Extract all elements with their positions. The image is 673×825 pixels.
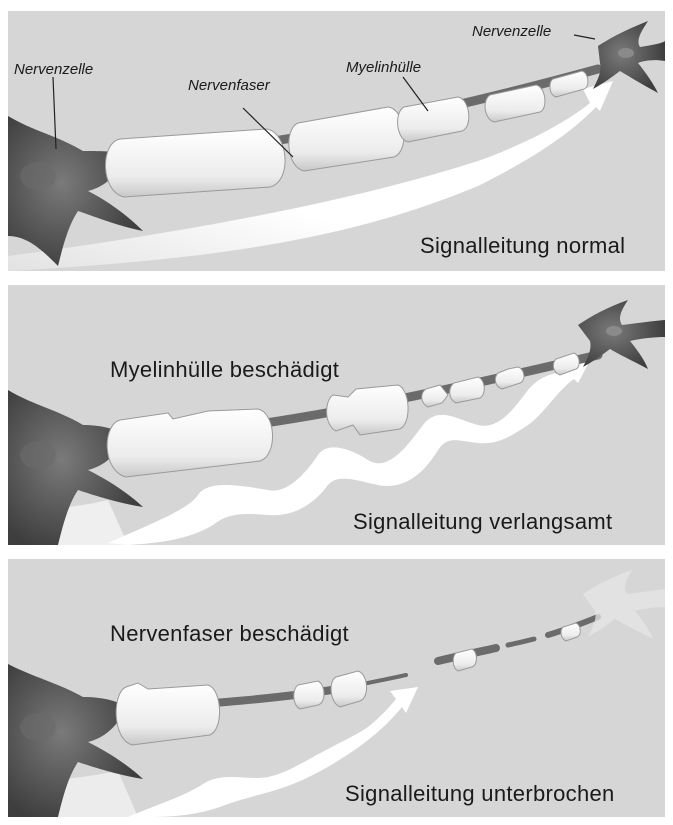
label-myelinhuelle: Myelinhülle xyxy=(346,59,421,76)
myelin-damaged-illustration xyxy=(8,285,665,545)
caption-slowed: Signalleitung verlangsamt xyxy=(353,509,612,535)
panel-normal: Nervenzelle Nervenfaser Myelinhülle Nerv… xyxy=(8,11,665,271)
caption-interrupted: Signalleitung unterbrochen xyxy=(345,781,615,807)
label-nervenfaser: Nervenfaser xyxy=(188,77,270,94)
heading-fiber-damaged: Nervenfaser beschädigt xyxy=(110,621,349,647)
panel-myelin-damaged: Myelinhülle beschädigt Signalleitung ver… xyxy=(8,285,665,545)
fiber-damaged-illustration xyxy=(8,559,665,817)
myelin-segments xyxy=(105,71,587,197)
normal-illustration xyxy=(8,11,665,271)
heading-myelin-damaged: Myelinhülle beschädigt xyxy=(110,357,339,383)
caption-normal: Signalleitung normal xyxy=(420,233,625,259)
label-left-nervenzelle: Nervenzelle xyxy=(14,61,93,78)
label-right-nervenzelle: Nervenzelle xyxy=(472,23,551,40)
panel-fiber-damaged: Nervenfaser beschädigt Signalleitung unt… xyxy=(8,559,665,817)
right-neuron xyxy=(578,300,665,369)
right-neuron-faded xyxy=(583,569,665,639)
